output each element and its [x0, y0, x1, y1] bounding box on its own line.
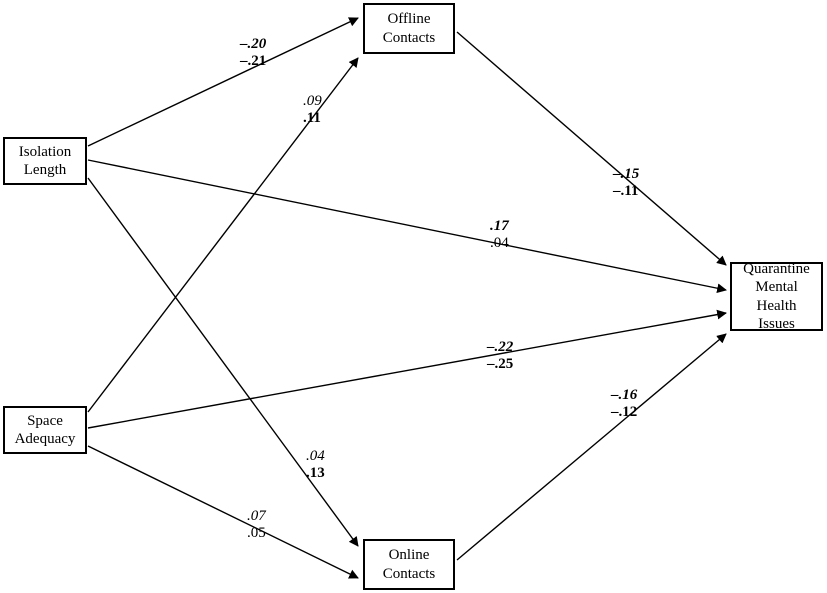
coefficient-value-primary: –.22 — [487, 339, 514, 355]
node-online-contacts: Online Contacts — [363, 539, 455, 590]
edge-isolation-to-offline — [87, 17, 359, 147]
coefficient-value-primary: .04 — [306, 448, 325, 464]
node-offline-contacts-label: Offline Contacts — [382, 11, 436, 46]
node-space-adequacy: Space Adequacy — [3, 406, 87, 454]
edge-offline-to-quarantine — [456, 31, 727, 266]
coefficient-value-primary: –.15 — [613, 166, 640, 182]
coefficient-value-primary: .17 — [490, 218, 509, 234]
node-isolation-length-label: Isolation Length — [18, 143, 72, 178]
node-online-contacts-label: Online Contacts — [382, 547, 436, 582]
coefficient-value-secondary: –.11 — [613, 183, 639, 200]
coefficient-value-secondary: –.25 — [487, 356, 514, 373]
edge-space-to-online — [87, 445, 359, 579]
edge-label-offline-to-quarantine: –.15 –.11 — [613, 166, 639, 201]
edge-space-to-quarantine — [87, 309, 727, 429]
coefficient-value-primary: –.16 — [611, 387, 638, 403]
edge-label-space-to-offline: .09 .11 — [303, 93, 322, 128]
edge-label-isolation-to-offline: –.20 –.21 — [240, 36, 266, 71]
node-quarantine-mental-health-issues: Quarantine Mental Health Issues — [730, 260, 823, 332]
coefficient-value-secondary: .11 — [303, 110, 321, 127]
edge-isolation-to-online — [87, 177, 359, 547]
edge-online-to-quarantine — [456, 333, 727, 561]
coefficient-value-secondary: .13 — [306, 465, 325, 482]
edge-label-online-to-quarantine: –.16 –.12 — [611, 387, 637, 422]
coefficient-value-secondary: –.12 — [611, 404, 638, 421]
edge-label-space-to-quarantine: –.22 –.25 — [487, 339, 513, 374]
node-quarantine-mental-health-issues-label: Quarantine Mental Health Issues — [743, 260, 810, 332]
coefficient-value-secondary: .04 — [490, 235, 509, 252]
coefficient-value-primary: .09 — [303, 93, 322, 109]
coefficient-value-secondary: .05 — [247, 525, 266, 542]
coefficient-value-primary: .07 — [247, 508, 266, 524]
coefficient-value-primary: –.20 — [240, 36, 267, 52]
node-space-adequacy-label: Space Adequacy — [14, 412, 76, 447]
coefficient-value-secondary: –.21 — [240, 53, 267, 70]
edge-space-to-offline — [87, 57, 359, 413]
edge-label-space-to-online: .07 .05 — [247, 508, 266, 543]
edge-label-isolation-to-online: .04 .13 — [306, 448, 325, 483]
node-isolation-length: Isolation Length — [3, 137, 87, 185]
edge-label-isolation-to-quarantine: .17 .04 — [490, 218, 509, 253]
edge-isolation-to-quarantine — [87, 159, 727, 294]
node-offline-contacts: Offline Contacts — [363, 3, 455, 54]
